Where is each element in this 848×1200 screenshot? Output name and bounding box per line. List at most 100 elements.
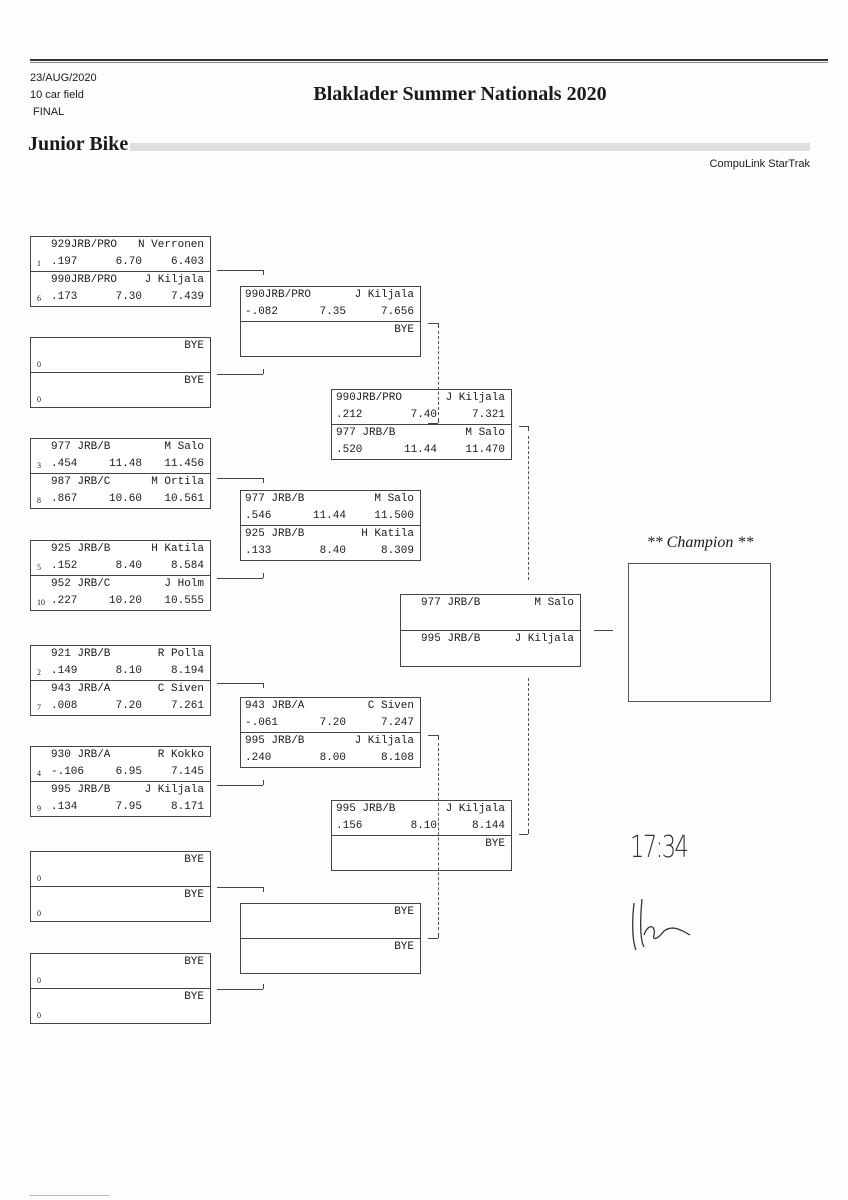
connector-tick <box>438 323 439 328</box>
reaction-time: .149 <box>51 665 78 677</box>
driver-name: BYE <box>184 956 204 968</box>
seed-number: 0 <box>37 909 41 918</box>
bracket-connector <box>217 374 263 375</box>
car-class: 995 JRB/B <box>421 633 481 645</box>
connector-tick <box>263 369 264 374</box>
seed-number: 4 <box>37 769 41 778</box>
bracket-connector <box>217 887 263 888</box>
dial-in: 7.40 <box>410 409 437 421</box>
reaction-time: .152 <box>51 560 78 572</box>
connector-tick <box>263 780 264 785</box>
lane-entry: BYE <box>332 835 511 870</box>
seed-number: 7 <box>37 703 41 712</box>
dial-in: 7.30 <box>115 291 142 303</box>
bracket-connector <box>519 426 528 427</box>
car-class: 987 JRB/C <box>51 476 111 488</box>
car-class: 995 JRB/B <box>245 735 305 747</box>
bracket-connector <box>428 938 438 939</box>
dial-in: 8.40 <box>319 545 346 557</box>
elapsed-time: 8.144 <box>471 820 505 832</box>
car-class: 977 JRB/B <box>51 441 111 453</box>
connector-tick <box>438 735 439 740</box>
final-connector <box>594 630 613 631</box>
dial-in: 11.44 <box>403 444 437 456</box>
driver-name: M Salo <box>534 597 574 609</box>
car-class: 977 JRB/B <box>336 427 396 439</box>
connector-tick <box>263 478 264 483</box>
bracket-connector <box>217 785 263 786</box>
driver-name: J Kiljala <box>445 803 505 815</box>
reaction-time: .008 <box>51 700 78 712</box>
reaction-time: .156 <box>336 820 363 832</box>
dial-in: 6.70 <box>115 256 142 268</box>
bracket-connector <box>428 423 438 424</box>
driver-name: M Ortila <box>151 476 204 488</box>
car-class: 995 JRB/B <box>51 784 111 796</box>
connector-tick <box>263 573 264 578</box>
dial-in: 7.35 <box>319 306 346 318</box>
lane-entry: BYE <box>241 321 420 356</box>
driver-name: BYE <box>184 854 204 866</box>
champion-box <box>628 563 771 702</box>
driver-name: BYE <box>394 906 414 918</box>
driver-name: BYE <box>184 340 204 352</box>
dial-in: 6.95 <box>115 766 142 778</box>
driver-name: C Siven <box>157 683 204 695</box>
car-class: 990JRB/PRO <box>336 392 403 404</box>
reaction-time: .134 <box>51 801 78 813</box>
reaction-time: -.061 <box>245 717 279 729</box>
car-class: 990JRB/PRO <box>51 274 118 286</box>
reaction-time: .197 <box>51 256 78 268</box>
elapsed-time: 8.194 <box>170 665 204 677</box>
reaction-time: .520 <box>336 444 363 456</box>
seed-number: 1 <box>37 259 41 268</box>
seed-number: 6 <box>37 294 41 303</box>
driver-name: BYE <box>184 375 204 387</box>
driver-name: BYE <box>485 838 505 850</box>
seed-number: 3 <box>37 461 41 470</box>
driver-name: J Kiljala <box>354 289 414 301</box>
dial-in: 10.60 <box>108 493 142 505</box>
software-credit: CompuLink StarTrak <box>709 158 810 170</box>
car-class: 943 JRB/A <box>245 700 305 712</box>
driver-name: M Salo <box>164 441 204 453</box>
class-title: Junior Bike <box>28 133 129 155</box>
elapsed-time: 8.309 <box>380 545 414 557</box>
reaction-time: .227 <box>51 595 78 607</box>
driver-name: H Katila <box>361 528 414 540</box>
driver-name: M Salo <box>465 427 505 439</box>
reaction-time: .546 <box>245 510 272 522</box>
connector-tick <box>438 418 439 423</box>
connector-tick <box>263 683 264 688</box>
lane-entry: BYE <box>241 938 420 973</box>
reaction-time: -.106 <box>51 766 85 778</box>
driver-name: R Kokko <box>157 749 204 761</box>
seed-number: 0 <box>37 360 41 369</box>
dial-in: 7.20 <box>319 717 346 729</box>
bracket-connector <box>217 578 263 579</box>
dashed-connector <box>528 436 529 580</box>
dashed-connector <box>438 743 439 930</box>
field-size: 10 car field <box>30 89 84 101</box>
elapsed-time: 7.261 <box>170 700 204 712</box>
reaction-time: .454 <box>51 458 78 470</box>
reaction-time: .133 <box>245 545 272 557</box>
